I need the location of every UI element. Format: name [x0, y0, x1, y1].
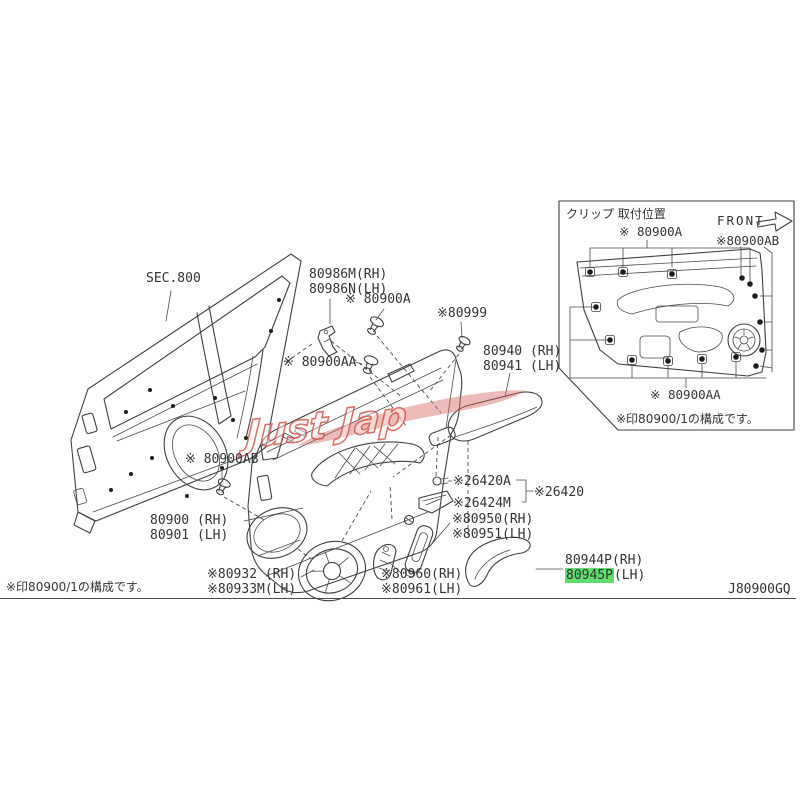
inset-note: ※印80900/1の構成です。 [616, 412, 759, 426]
label-80940: 80940 (RH)80941 (LH) [483, 344, 562, 374]
label-80944p: 80944P(RH)80945P(LH) [565, 553, 646, 583]
watermark-text: Just Jap [238, 393, 408, 459]
bulb-26420a-icon [433, 477, 448, 485]
diagram-code: J80900GQ [728, 582, 791, 597]
bracket-80960 [374, 544, 396, 579]
assembly-dashed-lines [224, 336, 468, 559]
garnish-80944p [466, 537, 530, 586]
label-80900aa: ※ 80900AA [283, 355, 357, 370]
clip-80900aa-icon [359, 353, 380, 377]
inset-title: クリップ 取付位置 [566, 207, 666, 221]
highlighted-part-80945p: 80945P [565, 568, 614, 583]
front-arrow-icon [757, 212, 792, 231]
label-80999: ※80999 [437, 306, 488, 321]
label-80960: ※80960(RH)※80961(LH) [381, 567, 463, 597]
door-trim-art [239, 350, 462, 593]
inset-clip-positions [559, 201, 794, 430]
label-26424m: ※26424M [453, 496, 511, 511]
label-26420a: ※26420A [453, 474, 511, 489]
door-frame-art [71, 254, 301, 533]
armrest-pad-80940 [448, 392, 542, 441]
clip-80986-bracket [318, 326, 337, 356]
pull-handle-80950 [402, 516, 435, 579]
label-80932: ※80932 (RH)※80933M(LH) [207, 567, 297, 597]
inset-speaker [728, 324, 760, 356]
inset-clip-dots [586, 268, 765, 369]
leader-lines [166, 291, 563, 577]
clip-80999-icon [453, 334, 472, 355]
footer-note: ※印80900/1の構成です。 [6, 580, 149, 594]
lamp-26424m-icon [419, 491, 453, 513]
clip-80900a-icon [363, 314, 386, 338]
inset-label-80900ab: ※80900AB [716, 233, 780, 248]
label-80950: ※80950(RH)※80951(LH) [452, 512, 534, 542]
inset-label-80900aa: ※ 80900AA [650, 387, 721, 402]
label-80986: 80986M(RH)80986N(LH) [309, 267, 388, 297]
label-80900ab: ※ 80900AB [185, 452, 259, 467]
label-26420: ※26420 [534, 485, 585, 500]
inset-label-80900a: ※ 80900A [619, 224, 683, 239]
frame-bolt-holes [109, 298, 281, 498]
label-sec800: SEC.800 [146, 271, 201, 286]
inset-front-label: FRONT [717, 213, 765, 228]
inset-leaders [570, 240, 772, 388]
label-80900a: ※ 80900A [345, 292, 411, 307]
label-80900: 80900 (RH)80901 (LH) [150, 513, 229, 543]
